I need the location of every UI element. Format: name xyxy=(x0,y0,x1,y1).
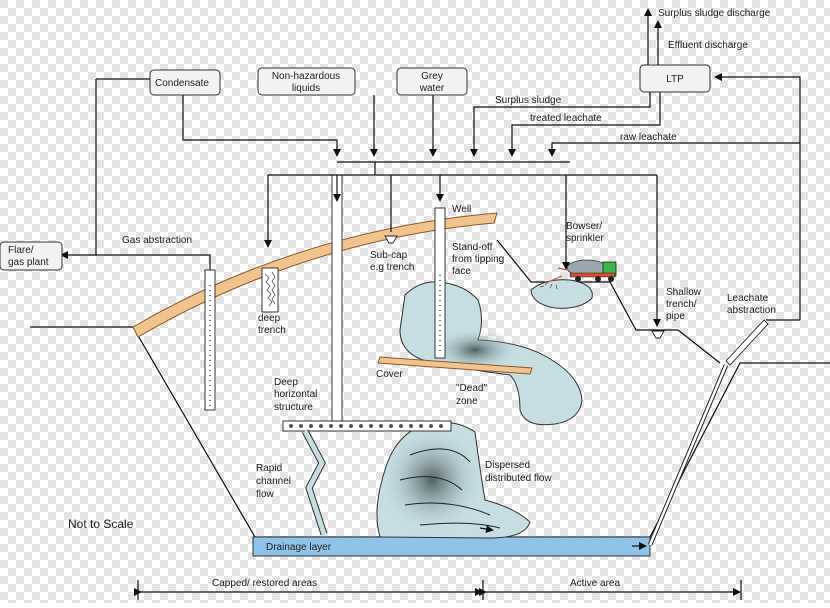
subcap-label-1: Sub-cap xyxy=(370,250,408,261)
condensate-to-header xyxy=(182,95,341,157)
subcap-trench xyxy=(384,235,398,244)
cover-label: Cover xyxy=(376,369,403,380)
grey-water-box: Grey water xyxy=(396,67,468,96)
standoff-label-1: Stand-off xyxy=(452,242,493,253)
standoff-label-3: face xyxy=(452,266,471,277)
dispersed-shade xyxy=(380,425,484,535)
flare-label-1: Flare/ xyxy=(8,245,34,256)
well-label: Well xyxy=(452,204,471,215)
condensate-label: Condensate xyxy=(155,78,209,89)
trench-gravel xyxy=(264,271,276,307)
sprinkler-pool xyxy=(530,279,593,309)
leachate-abstraction-pipe-inner xyxy=(648,364,728,546)
bowser-truck-icon xyxy=(539,259,617,290)
abstraction-to-ltp xyxy=(714,73,801,320)
not-to-scale-label: Not to Scale xyxy=(68,517,134,531)
leachate-abstraction-pipe-upper xyxy=(725,319,769,366)
raw-leachate-line xyxy=(548,142,800,157)
dispersed-label-1: Dispersed xyxy=(485,460,530,471)
cap-layer xyxy=(132,212,498,338)
dispersed-arrow xyxy=(479,525,494,533)
active-area-label: Active area xyxy=(570,578,620,589)
dark-zone-shade xyxy=(430,328,520,372)
cover-plank xyxy=(377,356,533,375)
treated-leachate-label: treated leachate xyxy=(530,113,602,124)
effluent-discharge-label: Effluent discharge xyxy=(668,40,748,51)
standoff-label-2: from tipping xyxy=(452,254,504,265)
deep-horizontal-label-2: horizontal xyxy=(274,389,317,400)
drainage-layer-label: Drainage layer xyxy=(266,542,332,553)
rapid-label-2: channel xyxy=(256,476,291,487)
leachate-abstraction-label-1: Leachate xyxy=(727,293,769,304)
bowser-label-1: Bowser/ xyxy=(566,221,602,232)
surplus-sludge-discharge-label: Surplus sludge discharge xyxy=(658,8,771,19)
shallow-label-1: Shallow xyxy=(666,287,702,298)
shallow-label-3: pipe xyxy=(666,311,685,322)
shallow-label-2: trench/ xyxy=(666,299,697,310)
nonhaz-box: Non-hazardous liquids xyxy=(257,67,356,96)
deep-trench xyxy=(261,267,279,313)
dead-zone-label-2: zone xyxy=(456,396,478,407)
grey-label-1: Grey xyxy=(421,71,443,82)
deep-structure-riser xyxy=(331,174,343,422)
leachate-well xyxy=(434,207,446,359)
active-slope-outline xyxy=(496,239,721,364)
horizontal-structure-holes xyxy=(289,424,443,428)
deep-trench-label-1: deep xyxy=(258,313,281,324)
dead-zone-label-1: "Dead" xyxy=(456,383,487,394)
surplus-sludge-label: Surplus sludge xyxy=(495,95,562,106)
deep-horizontal-structure xyxy=(282,420,452,432)
raw-leachate-label: raw leachate xyxy=(620,132,677,143)
flare-box: Flare/ gas plant xyxy=(0,241,63,271)
grey-label-2: water xyxy=(419,83,445,94)
rapid-label-3: flow xyxy=(256,489,275,500)
gas-abstraction-label: Gas abstraction xyxy=(122,235,192,246)
capped-areas-label: Capped/ restored areas xyxy=(212,578,317,589)
shallow-trench xyxy=(651,330,665,339)
subcap-label-2: e.g trench xyxy=(370,262,414,273)
leachate-abstraction-label-2: abstraction xyxy=(727,305,776,316)
ltp-box: LTP xyxy=(639,64,711,93)
treated-leachate-line xyxy=(508,92,661,157)
deep-horizontal-label-1: Deep xyxy=(274,377,298,388)
deep-horizontal-label-3: structure xyxy=(274,402,313,413)
dispersed-label-2: distributed flow xyxy=(485,473,552,484)
ltp-label: LTP xyxy=(666,74,684,85)
dispersed-flow-streaks xyxy=(399,448,501,529)
flare-label-2: gas plant xyxy=(8,257,49,268)
condensate-box: Condensate xyxy=(149,69,221,96)
nonhaz-label-1: Non-hazardous xyxy=(272,71,340,82)
rapid-label-1: Rapid xyxy=(256,463,282,474)
bowser-label-2: sprinkler xyxy=(566,233,604,244)
surplus-sludge-line xyxy=(470,92,651,157)
gas-well-link xyxy=(96,254,211,270)
deep-trench-label-2: trench xyxy=(258,325,286,336)
nonhaz-label-2: liquids xyxy=(292,83,320,94)
rapid-channel-inner xyxy=(302,429,327,535)
